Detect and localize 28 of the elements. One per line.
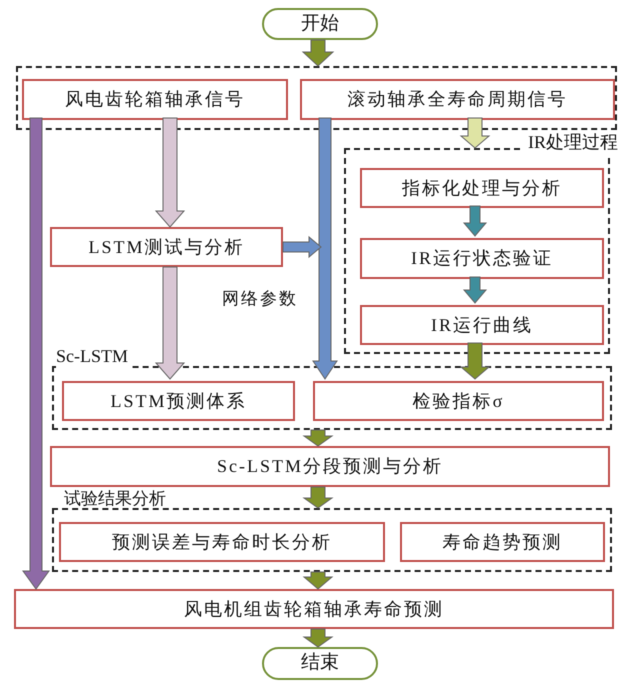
block-arrow — [154, 118, 186, 228]
block-arrow — [302, 40, 334, 67]
process-box: 风电机组齿轮箱轴承寿命预测 — [14, 589, 614, 629]
process-box: LSTM预测体系 — [62, 381, 295, 421]
process-box: 检验指标σ — [313, 381, 604, 421]
block-arrow — [302, 572, 334, 590]
block-arrow — [302, 628, 334, 648]
block-arrow — [302, 486, 334, 509]
block-arrow — [22, 118, 50, 590]
process-box: 指标化处理与分析 — [360, 168, 604, 208]
process-box: 寿命趋势预测 — [400, 522, 605, 562]
block-arrow — [282, 236, 322, 258]
process-box: 预测误差与寿命时长分析 — [59, 522, 385, 562]
process-box: IR运行曲线 — [360, 305, 604, 345]
process-box: 风电齿轮箱轴承信号 — [22, 79, 288, 120]
process-box: Sc-LSTM分段预测与分析 — [50, 446, 610, 487]
process-box: LSTM测试与分析 — [50, 227, 283, 267]
annotation-text: 网络参数 — [222, 288, 298, 310]
block-arrow — [462, 276, 488, 304]
process-box: 滚动轴承全寿命周期信号 — [300, 79, 615, 120]
block-arrow — [302, 430, 334, 447]
dashed-group-frame — [16, 66, 617, 130]
block-arrow — [460, 118, 490, 149]
block-arrow — [460, 342, 490, 380]
process-box: IR运行状态验证 — [360, 238, 604, 279]
block-arrow — [462, 206, 488, 237]
block-arrow — [312, 118, 338, 380]
block-arrow — [154, 266, 186, 380]
